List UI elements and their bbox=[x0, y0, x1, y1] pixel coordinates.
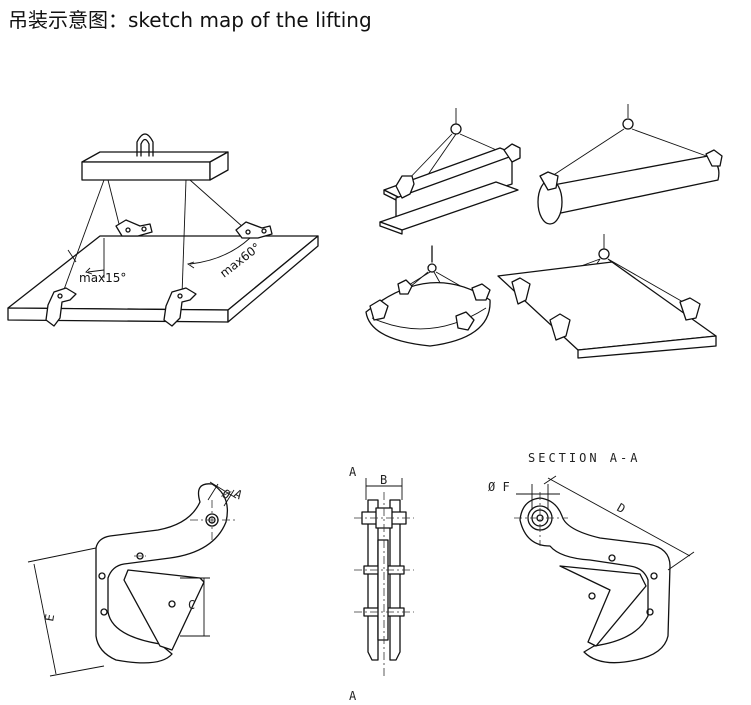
page-title: 吊装示意图：sketch map of the lifting bbox=[8, 8, 372, 32]
dim-phi-a: A bbox=[232, 486, 246, 502]
dim-b: B bbox=[380, 473, 387, 487]
dim-c: C bbox=[188, 598, 195, 612]
plate-clamp-sketch bbox=[497, 234, 717, 359]
clamp-side-view: Ø A C E bbox=[27, 481, 246, 677]
disc-lifting-sketch bbox=[365, 245, 491, 347]
section-title: SECTION A-A bbox=[528, 451, 640, 465]
section-mark-top: A bbox=[349, 465, 357, 479]
dim-d: D bbox=[615, 500, 628, 516]
clamp-section-a-a: SECTION A-A Ø F D bbox=[488, 451, 695, 664]
section-mark-bottom: A bbox=[349, 689, 357, 703]
dim-e: E bbox=[42, 613, 57, 623]
clamp-front-view: A A B bbox=[349, 465, 414, 703]
pipe-lifting-sketch bbox=[537, 104, 723, 225]
dim-phi-f: Ø F bbox=[488, 480, 510, 494]
angle-15-label: max15° bbox=[79, 271, 126, 285]
i-beam-lifting-sketch bbox=[379, 108, 521, 235]
plate-lifting-sketch: max15° max60° bbox=[7, 133, 319, 327]
